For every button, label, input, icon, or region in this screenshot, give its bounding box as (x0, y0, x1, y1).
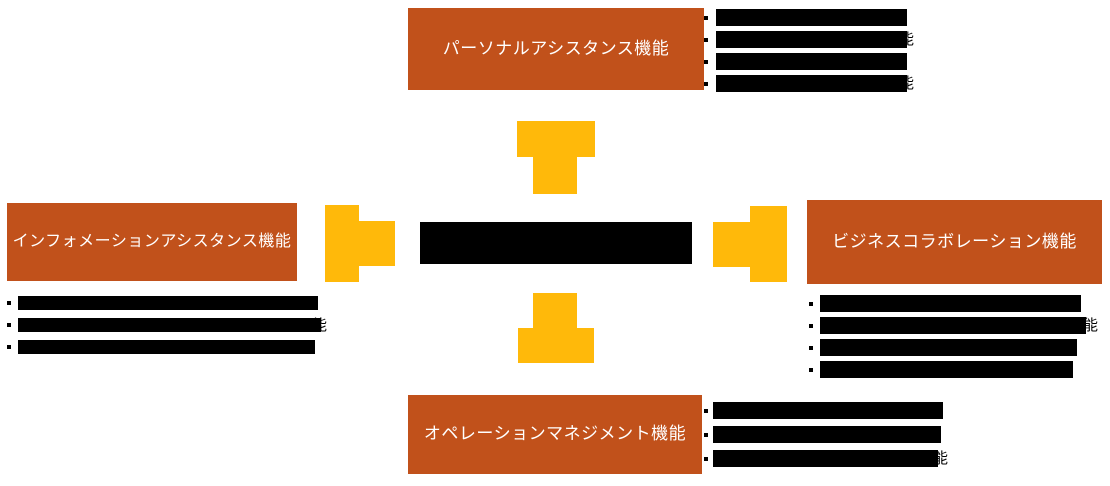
redacted-list-item (7, 340, 327, 354)
arrow-down-icon (533, 293, 577, 328)
redacted-list-item (809, 339, 1098, 356)
center-node-redacted (420, 222, 692, 264)
redacted-list-item (704, 53, 914, 70)
bullet-dot (704, 59, 708, 64)
redacted-text-block (716, 31, 907, 48)
redacted-item-visible-text: 能 (933, 450, 949, 467)
redacted-list-item: 能 (704, 31, 914, 48)
feature-list-right: 能 (809, 295, 1098, 383)
node-business-collaboration-label: ビジネスコラボレーション機能 (832, 231, 1077, 251)
redacted-text-block (820, 361, 1073, 378)
arrow-right-icon (750, 206, 787, 282)
bullet-dot (704, 456, 708, 461)
redacted-text-block (18, 318, 321, 332)
redacted-list-item: 能 (704, 450, 948, 467)
bullet-dot (704, 432, 708, 437)
redacted-text-block (713, 402, 943, 419)
redacted-list-item (7, 296, 327, 310)
feature-list-top-right: 能 能 (704, 9, 914, 97)
redacted-list-item (704, 402, 948, 419)
bullet-dot (704, 408, 708, 413)
bullet-dot (809, 345, 813, 350)
node-operation-management-label: オペレーションマネジメント機能 (423, 424, 687, 444)
arrow-up-icon (533, 157, 577, 194)
arrow-down-icon (518, 328, 594, 363)
arrow-left-icon (359, 221, 395, 266)
redacted-text-block (18, 340, 315, 354)
node-information-assistance: インフォメーションアシスタンス機能 (7, 203, 297, 281)
bullet-dot (809, 367, 813, 372)
redacted-text-block (716, 75, 907, 92)
redacted-item-visible-text: 能 (899, 75, 915, 92)
redacted-list-item: 能 (809, 317, 1098, 334)
redacted-text-block (820, 339, 1077, 356)
bullet-dot (7, 301, 11, 305)
redacted-text-block (18, 296, 318, 310)
bullet-dot (704, 81, 708, 86)
redacted-list-item: 能 (704, 75, 914, 92)
redacted-list-item: 能 (7, 316, 328, 334)
arrow-up-icon (517, 121, 595, 157)
redacted-item-visible-text: 能 (899, 31, 915, 48)
bullet-dot (704, 37, 708, 42)
redacted-list-item (704, 426, 948, 443)
redacted-text-block (820, 317, 1086, 334)
redacted-text-block (716, 53, 907, 70)
redacted-item-visible-text: 能 (312, 316, 328, 334)
node-information-assistance-label: インフォメーションアシスタンス機能 (12, 233, 292, 251)
redacted-list-item (809, 361, 1098, 378)
bullet-dot (704, 15, 708, 20)
node-business-collaboration: ビジネスコラボレーション機能 (807, 200, 1102, 284)
bullet-dot (7, 323, 11, 327)
arrow-left-icon (325, 205, 359, 282)
node-personal-assistance-label: パーソナルアシスタンス機能 (442, 38, 670, 58)
feature-list-left: 能 (7, 296, 327, 362)
arrow-right-icon (713, 222, 750, 267)
bullet-dot (7, 345, 11, 349)
node-operation-management: オペレーションマネジメント機能 (408, 395, 702, 474)
redacted-item-visible-text: 能 (1083, 317, 1099, 334)
redacted-list-item (704, 9, 914, 26)
bullet-dot (809, 301, 813, 306)
redacted-list-item (809, 295, 1098, 312)
feature-list-bottom-right: 能 (704, 402, 948, 474)
redacted-text-block (716, 9, 907, 26)
bullet-dot (809, 323, 813, 328)
node-personal-assistance: パーソナルアシスタンス機能 (408, 8, 704, 90)
redacted-text-block (713, 450, 938, 467)
redacted-text-block (820, 295, 1081, 312)
redacted-text-block (713, 426, 941, 443)
